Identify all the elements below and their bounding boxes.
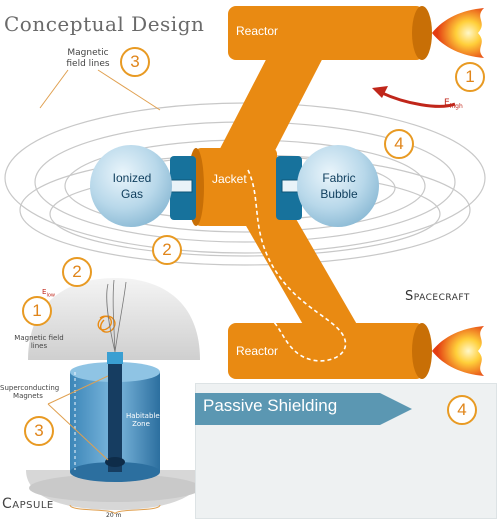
badge-3-capsule: 3 (24, 416, 54, 446)
magnets-callout-line (47, 403, 109, 461)
passive-shielding-label: Passive Shielding (203, 396, 338, 415)
e-low-symbol: E (42, 288, 47, 296)
badge-4-shielding: 4 (447, 395, 477, 425)
reactor-top-label: Reactor (236, 24, 279, 38)
field-line-callouts (39, 69, 161, 111)
reactor-bottom-label: Reactor (236, 344, 279, 358)
fabric-bubble (297, 145, 379, 227)
superconducting-coil (108, 360, 122, 472)
badge-1-rotation: 1 (455, 62, 485, 92)
upper-diagonal-truss (210, 48, 328, 168)
spacecraft-label: Spacecraft (405, 289, 470, 304)
lower-diagonal-truss (238, 212, 366, 340)
badge-4-jacket: 4 (384, 129, 414, 159)
magnetic-field-lines-label: Magnetic field lines (66, 48, 110, 69)
reactor-bottom (228, 323, 424, 379)
e-low-label: Elow (42, 288, 55, 298)
capsule-top-emitter (107, 352, 123, 364)
jacket-label: Jacket (212, 172, 247, 186)
spacecraft-structure (90, 6, 484, 379)
ionized-gas-label: Ionized Gas (112, 171, 152, 201)
flame-icon (432, 8, 484, 58)
capsule-illustration (26, 278, 204, 515)
badge-2-bubble: 2 (152, 235, 182, 265)
badge-3-magnetic: 3 (120, 47, 150, 77)
e-low-subscript: low (46, 292, 55, 299)
capsule-field-spiral (97, 315, 116, 333)
ionized-gas-bubble (90, 145, 172, 227)
magnets-callout-line (47, 375, 109, 405)
dimension-label: 20 m (106, 512, 122, 519)
habitable-zone-label: Habitable Zone (126, 412, 160, 428)
e-high-label: Ehigh (444, 98, 463, 110)
flame-icon (432, 326, 484, 376)
capsule-base-plate (29, 474, 201, 502)
page-title: Conceptual Design (4, 12, 205, 36)
capsule-field-lines (106, 279, 127, 353)
badge-2-capsule: 2 (62, 257, 92, 287)
capsule-field-lines-label: Magnetic field lines (14, 334, 64, 350)
rotation-arrow (372, 86, 456, 108)
dashed-pathway (247, 169, 347, 362)
superconducting-magnets-label: Superconducting Magnets (0, 384, 60, 400)
capsule-label: Capsule (2, 496, 54, 512)
badge-1-capsule: 1 (22, 296, 52, 326)
e-high-subscript: high (449, 102, 463, 110)
capsule-bottom-ring (105, 457, 125, 467)
e-high-symbol: E (444, 98, 450, 108)
fabric-bubble-label: Fabric Bubble (320, 171, 358, 201)
reactor-bottom-end (412, 323, 432, 379)
passive-shielding-arrow (195, 393, 412, 425)
dimension-bracket (69, 504, 161, 515)
reactor-top-end (412, 6, 432, 60)
reactor-top (228, 6, 424, 60)
